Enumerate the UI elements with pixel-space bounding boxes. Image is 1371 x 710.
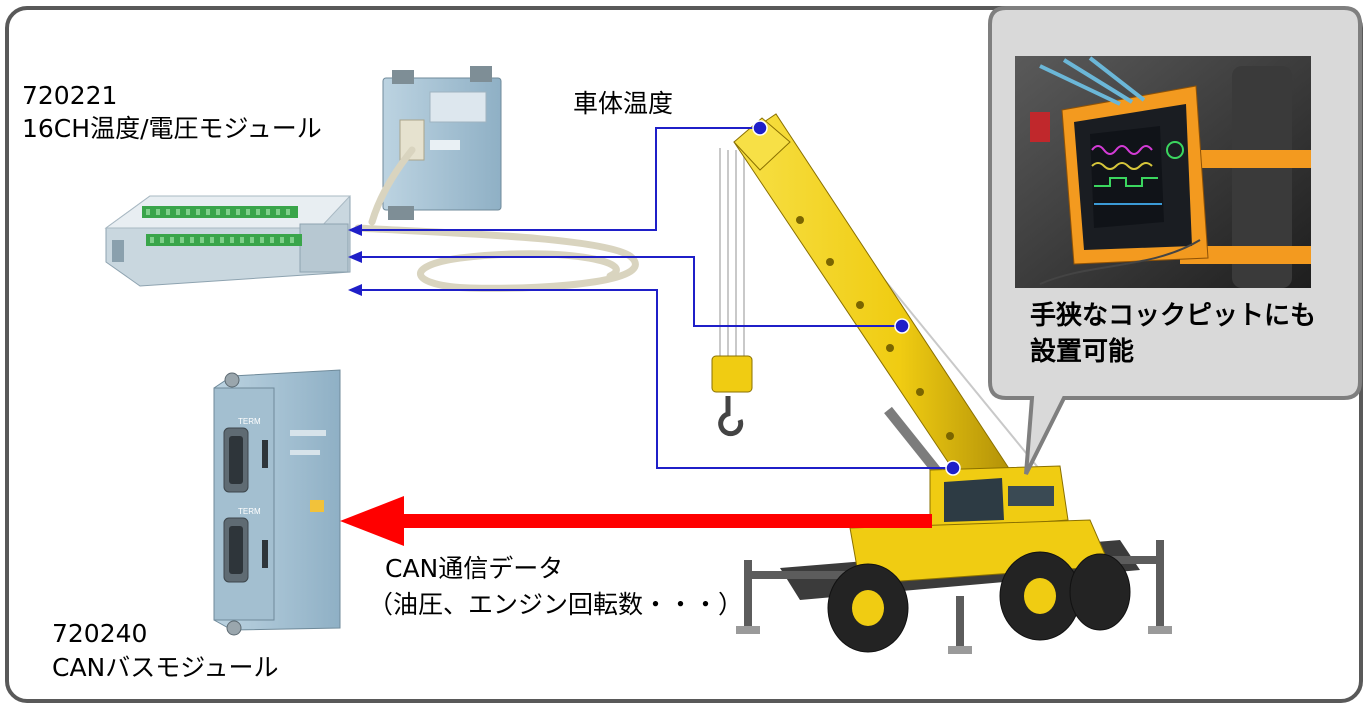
- instrument-photo: [1015, 56, 1311, 288]
- temp-module-name: 16CH温度/電圧モジュール: [22, 114, 322, 143]
- module-cable: [354, 146, 639, 292]
- can-data-label: CAN通信データ: [385, 554, 564, 583]
- temp-wire-cab: [360, 289, 953, 469]
- temp-wire-arrowheads: [348, 224, 362, 296]
- body-temperature-label: 車体温度: [573, 89, 674, 118]
- sensor-point-cab: [945, 460, 961, 476]
- can-module-unit: [213, 369, 341, 636]
- temperature-sensor-wiring: [360, 127, 953, 469]
- can-data-detail: （油圧、エンジン回転数・・・）: [368, 590, 744, 619]
- temp-module-rack-unit: [382, 66, 502, 220]
- can-module-term-label-top: TERM: [238, 417, 261, 426]
- temp-module-part-number: 720221: [22, 81, 118, 110]
- sensor-point-boom-mid: [894, 318, 910, 334]
- temp-wire-boom-tip: [360, 127, 760, 231]
- temp-sensor-points: [752, 120, 961, 476]
- temp-wire-boom-mid: [360, 256, 902, 327]
- can-module-term-label-bottom: TERM: [238, 507, 261, 516]
- callout-text: 手狭なコックピットにも 設置可能: [1030, 298, 1350, 370]
- crane-image: [711, 113, 1172, 654]
- callout-line-2: 設置可能: [1030, 337, 1135, 367]
- can-module-name: CANバスモジュール: [52, 653, 279, 682]
- callout-line-1: 手狭なコックピットにも: [1030, 301, 1317, 331]
- temp-module-terminal-block: [104, 195, 352, 287]
- can-data-arrow: [340, 496, 932, 546]
- sensor-point-boom-tip: [752, 120, 768, 136]
- can-module-part-number: 720240: [52, 619, 148, 648]
